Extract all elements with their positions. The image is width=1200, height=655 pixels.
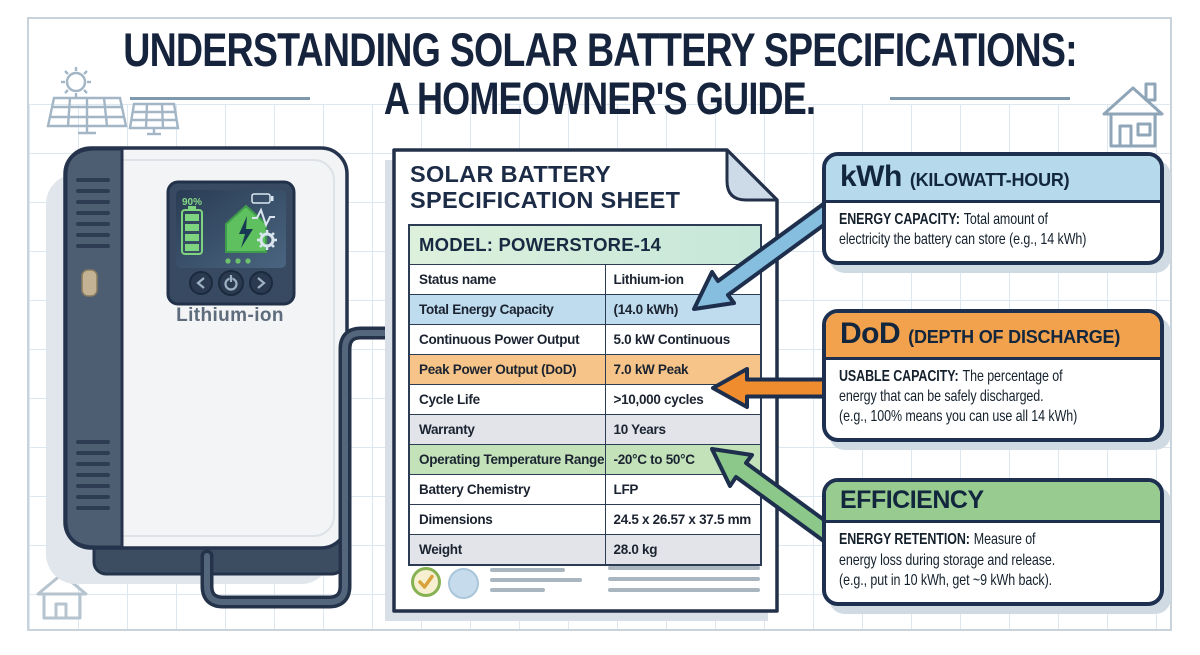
callout-kwh: kWh (KILOWATT-HOUR) ENERGY CAPACITY:Tota… <box>822 152 1164 266</box>
house-icon-top-right <box>1102 82 1164 148</box>
callout-efficiency: EFFICIENCY ENERGY RETENTION:Measure of e… <box>822 478 1164 607</box>
battery-side-panel <box>64 147 124 549</box>
house-icon-bottom-left <box>36 572 88 620</box>
title-divider-right <box>889 96 1070 100</box>
solar-panels-sun-icon <box>46 67 180 136</box>
placeholder-line <box>608 588 760 592</box>
sheet-title: SOLAR BATTERY SPECIFICATION SHEET <box>410 161 681 213</box>
back-button-icon <box>196 277 205 289</box>
callout-dod: DoD (DEPTH OF DISCHARGE) USABLE CAPACITY… <box>822 309 1164 443</box>
table-row: Operating Temperature Range-20°C to 50°C <box>408 444 762 475</box>
callout-kwh-term: kWh <box>840 160 902 193</box>
placeholder-line <box>490 588 545 592</box>
title-divider-left <box>130 96 311 100</box>
waveform-icon <box>252 207 275 228</box>
page-title: UNDERSTANDING SOLAR BATTERY SPECIFICATIO… <box>0 26 1200 121</box>
table-row: Peak Power Output (DoD)7.0 kW Peak <box>408 354 762 385</box>
battery-illustration: 90% <box>46 146 349 584</box>
screen-percent: 90% <box>182 197 202 208</box>
callout-dod-term: DoD <box>840 317 901 350</box>
forward-button-icon <box>257 277 266 289</box>
placeholder-line <box>490 568 565 572</box>
placeholder-line <box>490 578 582 582</box>
vent-slats-top <box>76 178 110 248</box>
callout-kwh-header: kWh (KILOWATT-HOUR) <box>826 156 1160 203</box>
model-header-row: MODEL: POWERSTORE-14 <box>408 224 762 265</box>
callout-dod-detail: (DEPTH OF DISCHARGE) <box>908 327 1121 347</box>
callout-kwh-detail: (KILOWATT-HOUR) <box>909 170 1070 190</box>
callout-kwh-body: ENERGY CAPACITY:Total amount of electric… <box>839 210 1087 248</box>
gear-icon <box>257 230 277 250</box>
battery-type-label: Lithium-ion <box>176 305 284 326</box>
blue-circle-icon <box>448 568 479 599</box>
title-line2: A HOMEOWNER'S GUIDE. <box>384 72 816 124</box>
side-button <box>81 269 98 297</box>
vent-slats-bottom <box>76 440 110 510</box>
title-line1: UNDERSTANDING SOLAR BATTERY SPECIFICATIO… <box>123 23 1077 76</box>
callout-efficiency-header: EFFICIENCY <box>826 482 1160 524</box>
callout-dod-body: USABLE CAPACITY:The percentage of energy… <box>839 367 1078 426</box>
screen-dots <box>225 258 251 264</box>
callout-efficiency-body: ENERGY RETENTION:Measure of energy loss … <box>839 531 1056 589</box>
check-circle-icon <box>411 567 441 597</box>
table-row: Cycle Life>10,000 cycles <box>408 384 762 415</box>
mini-battery-icon <box>251 193 274 204</box>
placeholder-line <box>608 577 760 581</box>
placeholder-line <box>608 566 760 570</box>
table-row: Total Energy Capacity(14.0 kWh) <box>408 294 762 325</box>
callout-dod-header: DoD (DEPTH OF DISCHARGE) <box>826 313 1160 360</box>
callout-efficiency-term: EFFICIENCY <box>840 486 984 514</box>
display-buttons <box>189 270 273 296</box>
battery-gauge-icon <box>181 206 203 255</box>
